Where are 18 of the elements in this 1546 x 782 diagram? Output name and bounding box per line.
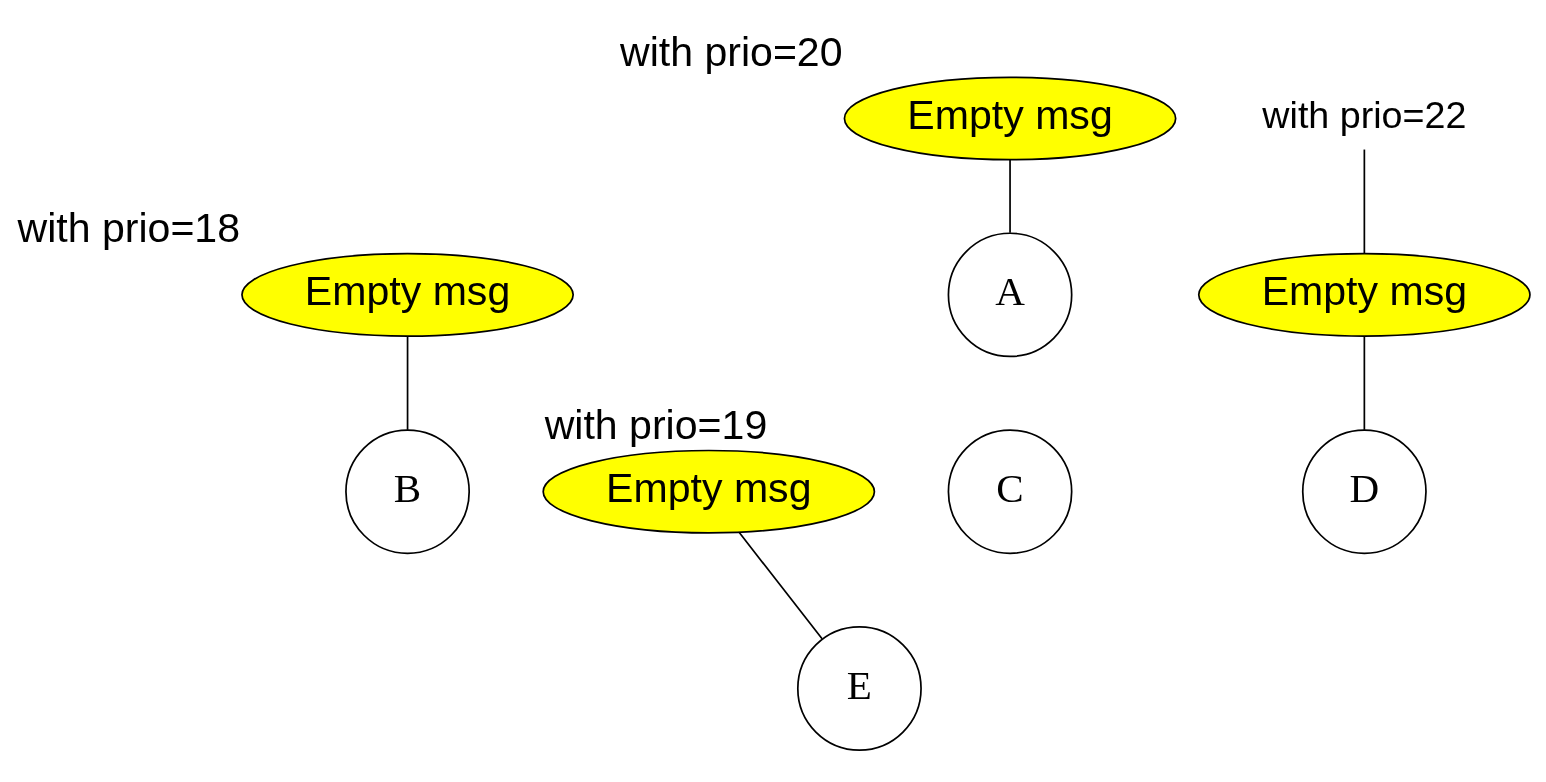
connector (738, 531, 823, 640)
connector (1363, 334, 1366, 431)
node-circle: C (947, 428, 1073, 554)
node-label: with prio=18 (17, 204, 241, 251)
node-label: with prio=20 (620, 28, 843, 75)
node-ellipse: Empty msg (241, 252, 574, 337)
node-circle: D (1301, 428, 1427, 554)
node-circle: A (947, 231, 1073, 357)
node-circle: E (796, 625, 922, 751)
node-ellipse: Empty msg (542, 449, 876, 534)
connector (1363, 148, 1366, 254)
node-circle: B (345, 428, 471, 554)
node-ellipse: Empty msg (843, 75, 1177, 161)
node-label: with prio=19 (544, 401, 768, 448)
node-text: with prio=22 (1262, 93, 1467, 136)
connector (406, 334, 409, 431)
node-ellipse: Empty msg (1197, 252, 1531, 337)
connector (1009, 158, 1011, 233)
